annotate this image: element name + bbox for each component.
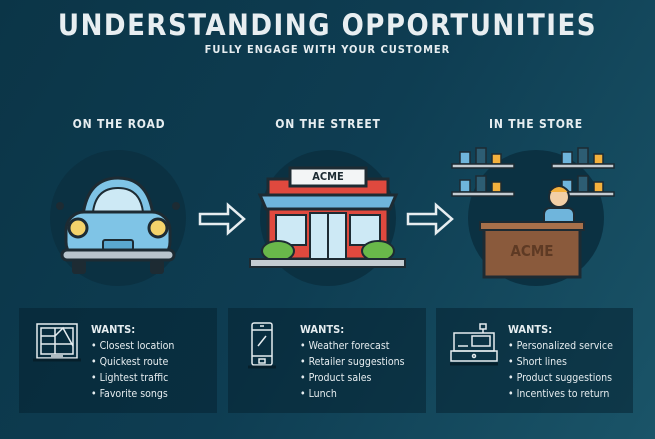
want-item: Favorite songs [91, 386, 174, 402]
wants-heading: WANTS: [91, 323, 136, 336]
page-subtitle: FULLY ENGAGE WITH YOUR CUSTOMER [204, 43, 451, 56]
storefront-illustration: ACME [249, 165, 406, 275]
smartphone-icon [248, 322, 276, 369]
section-label-store: IN THE STORE [489, 117, 583, 131]
cash-register-icon [450, 323, 498, 366]
arrow-right-icon [406, 202, 454, 236]
car-illustration [56, 176, 180, 274]
want-item: Personalized service [508, 338, 613, 354]
want-item: Weather forecast [300, 338, 405, 354]
want-item: Quickest route [91, 354, 174, 370]
wants-heading: WANTS: [508, 323, 553, 336]
want-item: Lightest traffic [91, 370, 174, 386]
page-title: UNDERSTANDING OPPORTUNITIES [57, 8, 598, 42]
want-item: Retailer suggestions [300, 354, 405, 370]
gps-icon [33, 323, 81, 362]
want-item: Closest location [91, 338, 175, 354]
want-item: Product suggestions [508, 370, 613, 386]
want-item: Lunch [300, 386, 405, 402]
wants-heading: WANTS: [300, 323, 345, 336]
want-item: Product sales [300, 370, 405, 386]
counter-sign: ACME [510, 242, 554, 260]
want-item: Incentives to return [508, 386, 613, 402]
store-interior-illustration: ACME [451, 142, 618, 282]
store-sign: ACME [312, 170, 344, 183]
section-label-road: ON THE ROAD [72, 117, 166, 131]
wants-panel-store: WANTS: Personalized serviceShort linesPr… [436, 308, 633, 413]
arrow-right-icon [198, 202, 246, 236]
wants-panel-street: WANTS: Weather forecastRetailer suggesti… [228, 308, 426, 413]
want-item: Short lines [508, 354, 613, 370]
section-label-street: ON THE STREET [275, 117, 381, 131]
wants-panel-road: WANTS: Closest locationQuickest routeLig… [19, 308, 217, 413]
